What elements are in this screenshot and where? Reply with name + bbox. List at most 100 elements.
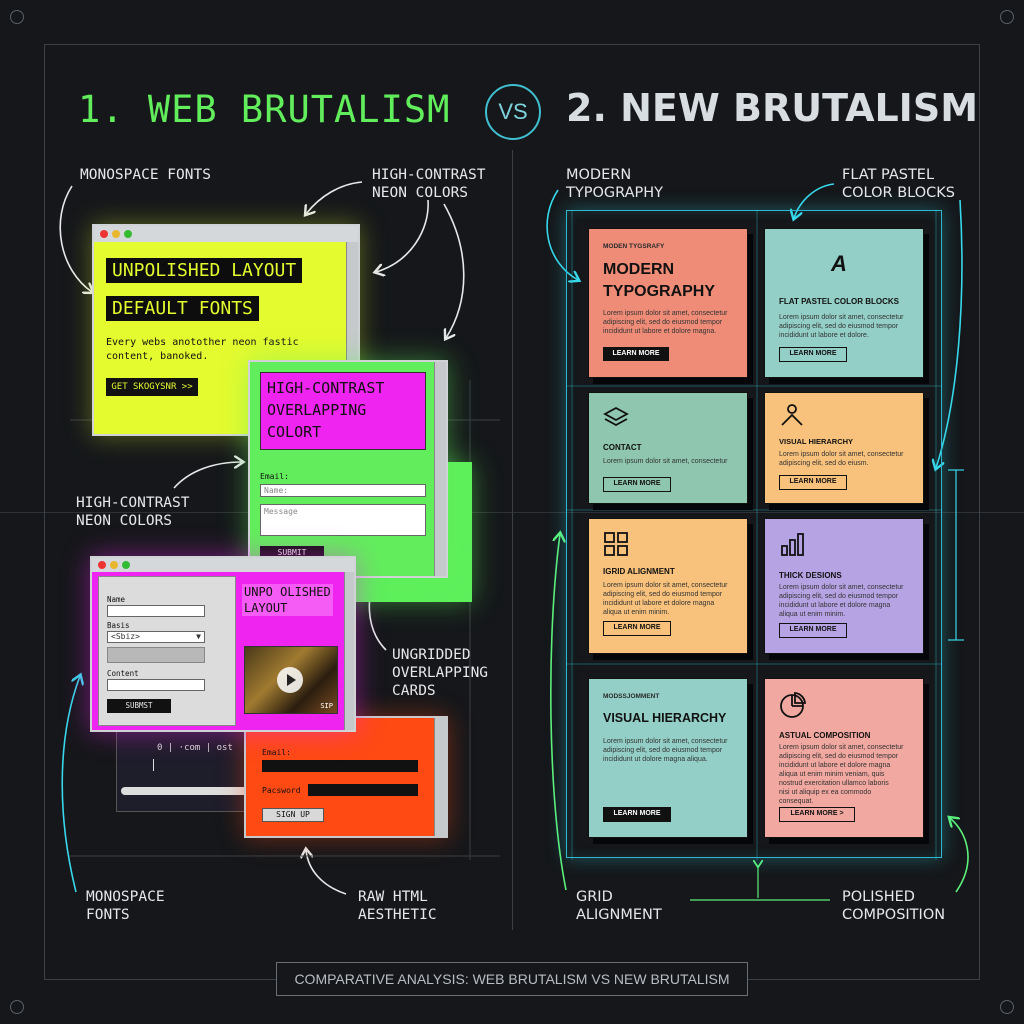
card-heading: VISUAL HIERARCHY xyxy=(779,437,854,446)
magenta-name-input[interactable] xyxy=(107,605,205,617)
green-window: HIGH-CONTRAST OVERLAPPING COLORT Email: … xyxy=(248,360,448,578)
card-body: Lorem ipsum dolor sit amet, consectetur … xyxy=(779,744,904,805)
terminal-window: 0 | ·com | ost xyxy=(116,720,248,812)
card-heading: VISUAL HIERARCHY xyxy=(603,711,727,725)
magenta-heading: UNPO OLISHED LAYOUT xyxy=(242,584,333,616)
card-body: Lorem ipsum dolor sit amet, consectetur … xyxy=(603,310,728,335)
card-actual-composition: ASTUAL COMPOSITION Lorem ipsum dolor sit… xyxy=(764,678,924,838)
hierarchy-icon xyxy=(781,404,803,426)
minimize-dot-icon[interactable] xyxy=(112,230,120,238)
video-thumbnail[interactable]: SIP xyxy=(244,646,338,714)
green-window-heading: HIGH-CONTRAST OVERLAPPING COLORT xyxy=(260,372,426,450)
magenta-form-panel: Name Basis <Sbiz>▼ Content SUBMST xyxy=(98,576,236,726)
magenta-select-value: <Sbiz> xyxy=(111,632,140,641)
corner-crosshair-icon xyxy=(10,1000,24,1014)
orange-email-input[interactable] xyxy=(262,760,418,772)
card-heading: MODERN TYPOGRAPHY xyxy=(603,261,716,300)
card-flat-pastel: A FLAT PASTEL COLOR BLOCKS Lorem ipsum d… xyxy=(764,228,924,378)
yellow-heading-line2: DEFAULT FONTS xyxy=(106,296,259,321)
green-window-scrollbar[interactable] xyxy=(434,362,446,576)
layers-icon xyxy=(603,406,629,427)
card-heading: IGRID ALIGNMENT xyxy=(603,567,675,576)
card-heading: THICK DESIONS xyxy=(779,571,842,580)
yellow-window: UNPOLISHED LAYOUT DEFAULT FONTS Every we… xyxy=(92,224,360,436)
terminal-scrollbar[interactable] xyxy=(121,787,247,795)
corner-crosshair-icon xyxy=(1000,10,1014,24)
yellow-heading-line1: UNPOLISHED LAYOUT xyxy=(106,258,303,283)
magenta-select-list[interactable] xyxy=(107,647,205,663)
close-dot-icon[interactable] xyxy=(100,230,108,238)
magenta-submit-button[interactable]: SUBMST xyxy=(107,699,171,713)
magenta-content-input[interactable] xyxy=(107,679,205,691)
label-raw-html: RAW HTML AESTHETIC xyxy=(358,889,437,923)
card-visual-hierarchy: VISUAL HIERARCHY Lorem ipsum dolor sit a… xyxy=(764,392,924,504)
card-heading: ASTUAL COMPOSITION xyxy=(779,731,871,740)
label-neon-colors-mid: HIGH-CONTRAST NEON COLORS xyxy=(76,495,190,529)
learn-more-button[interactable]: LEARN MORE xyxy=(603,347,669,361)
label-neon-colors-top: HIGH-CONTRAST NEON COLORS xyxy=(372,167,486,201)
card-body: Lorem ipsum dolor sit amet, consectetur … xyxy=(779,584,904,618)
orange-window-scrollbar[interactable] xyxy=(434,718,446,836)
label-ungridded-cards: UNGRIDDED OVERLAPPING CARDS xyxy=(392,647,489,699)
card-body: Lorem ipsum dolor sit amet, consectetur … xyxy=(603,738,728,763)
card-heading: FLAT PASTEL COLOR BLOCKS xyxy=(779,297,899,306)
magenta-basis-label: Basis xyxy=(107,621,130,630)
vs-badge: VS xyxy=(485,84,541,140)
get-started-button[interactable]: GET SKOGYSNR >> xyxy=(106,378,198,396)
learn-more-button[interactable]: LEARN MORE xyxy=(779,623,847,638)
card-visual-hierarchy-2: MODSSJOMMENT VISUAL HIERARCHY Lorem ipsu… xyxy=(588,678,748,838)
label-modern-typography: MODERN TYPOGRAPHY xyxy=(566,167,664,201)
magenta-window-titlebar xyxy=(92,558,354,572)
learn-more-button[interactable]: LEARN MORE xyxy=(779,475,847,490)
orange-email-label: Email: xyxy=(262,748,291,757)
orange-password-input[interactable] xyxy=(308,784,418,796)
maximize-dot-icon[interactable] xyxy=(122,561,130,569)
label-monospace-fonts-top: MONOSPACE FONTS xyxy=(80,167,211,183)
learn-more-button[interactable]: LEARN MORE xyxy=(603,477,671,492)
green-email-label: Email: xyxy=(260,472,289,481)
card-body: Lorem ipsum dolor sit amet, consectetur xyxy=(603,458,728,465)
label-flat-pastel: FLAT PASTEL COLOR BLOCKS xyxy=(842,167,955,201)
corner-crosshair-icon xyxy=(10,10,24,24)
pie-chart-icon xyxy=(780,692,806,718)
magenta-window: Name Basis <Sbiz>▼ Content SUBMST UNPO O… xyxy=(90,556,356,732)
logo-a-icon: A xyxy=(831,251,847,276)
play-button-icon[interactable] xyxy=(277,667,303,693)
center-divider xyxy=(512,150,513,930)
orange-password-label: Pacsword xyxy=(262,786,301,795)
minimize-dot-icon[interactable] xyxy=(110,561,118,569)
maximize-dot-icon[interactable] xyxy=(124,230,132,238)
card-body: Lorem ipsum dolor sit amet, consectetur … xyxy=(779,314,904,339)
label-monospace-fonts-bottom: MONOSPACE FONTS xyxy=(86,889,165,923)
magenta-window-scrollbar[interactable] xyxy=(344,572,354,730)
learn-more-button[interactable]: LEARN MORE xyxy=(603,807,671,822)
title-new-brutalism: 2. NEW BRUTALISM xyxy=(566,86,979,130)
card-heading: CONTACT xyxy=(603,443,642,452)
terminal-cursor xyxy=(153,759,154,771)
orange-window: Email: Pacsword SIGN UP xyxy=(244,716,448,838)
card-grid-alignment: IGRID ALIGNMENT Lorem ipsum dolor sit am… xyxy=(588,518,748,654)
magenta-name-label: Name xyxy=(107,595,126,604)
chevron-down-icon: ▼ xyxy=(196,632,201,641)
card-modern-typography: MODEN TYGSRAFY MODERN TYPOGRAPHY Lorem i… xyxy=(588,228,748,378)
card-tag: MODEN TYGSRAFY xyxy=(603,243,665,250)
label-polished-composition: POLISHED COMPOSITION xyxy=(842,889,946,923)
terminal-text: 0 | ·com | ost xyxy=(157,743,233,753)
learn-more-button[interactable]: LEARN MORE > xyxy=(779,807,855,822)
magenta-select[interactable]: <Sbiz> ▼ xyxy=(107,631,205,643)
card-thick-designs: THICK DESIONS Lorem ipsum dolor sit amet… xyxy=(764,518,924,654)
yellow-window-titlebar xyxy=(94,226,358,242)
green-message-textarea[interactable]: Message xyxy=(260,504,426,536)
yellow-body-text: Every webs anotother neon fastic content… xyxy=(106,337,299,362)
green-name-input[interactable]: Name: xyxy=(260,484,426,497)
card-contact: CONTACT Lorem ipsum dolor sit amet, cons… xyxy=(588,392,748,504)
sign-up-button[interactable]: SIGN UP xyxy=(262,808,324,822)
footer-caption: COMPARATIVE ANALYSIS: WEB BRUTALISM VS N… xyxy=(276,962,748,996)
label-grid-alignment: GRID ALIGNMENT xyxy=(576,889,662,923)
learn-more-button[interactable]: LEARN MORE xyxy=(779,347,847,362)
grid-container xyxy=(566,210,942,858)
learn-more-button[interactable]: LEARN MORE xyxy=(603,621,671,636)
close-dot-icon[interactable] xyxy=(98,561,106,569)
grid-icon xyxy=(604,532,628,556)
